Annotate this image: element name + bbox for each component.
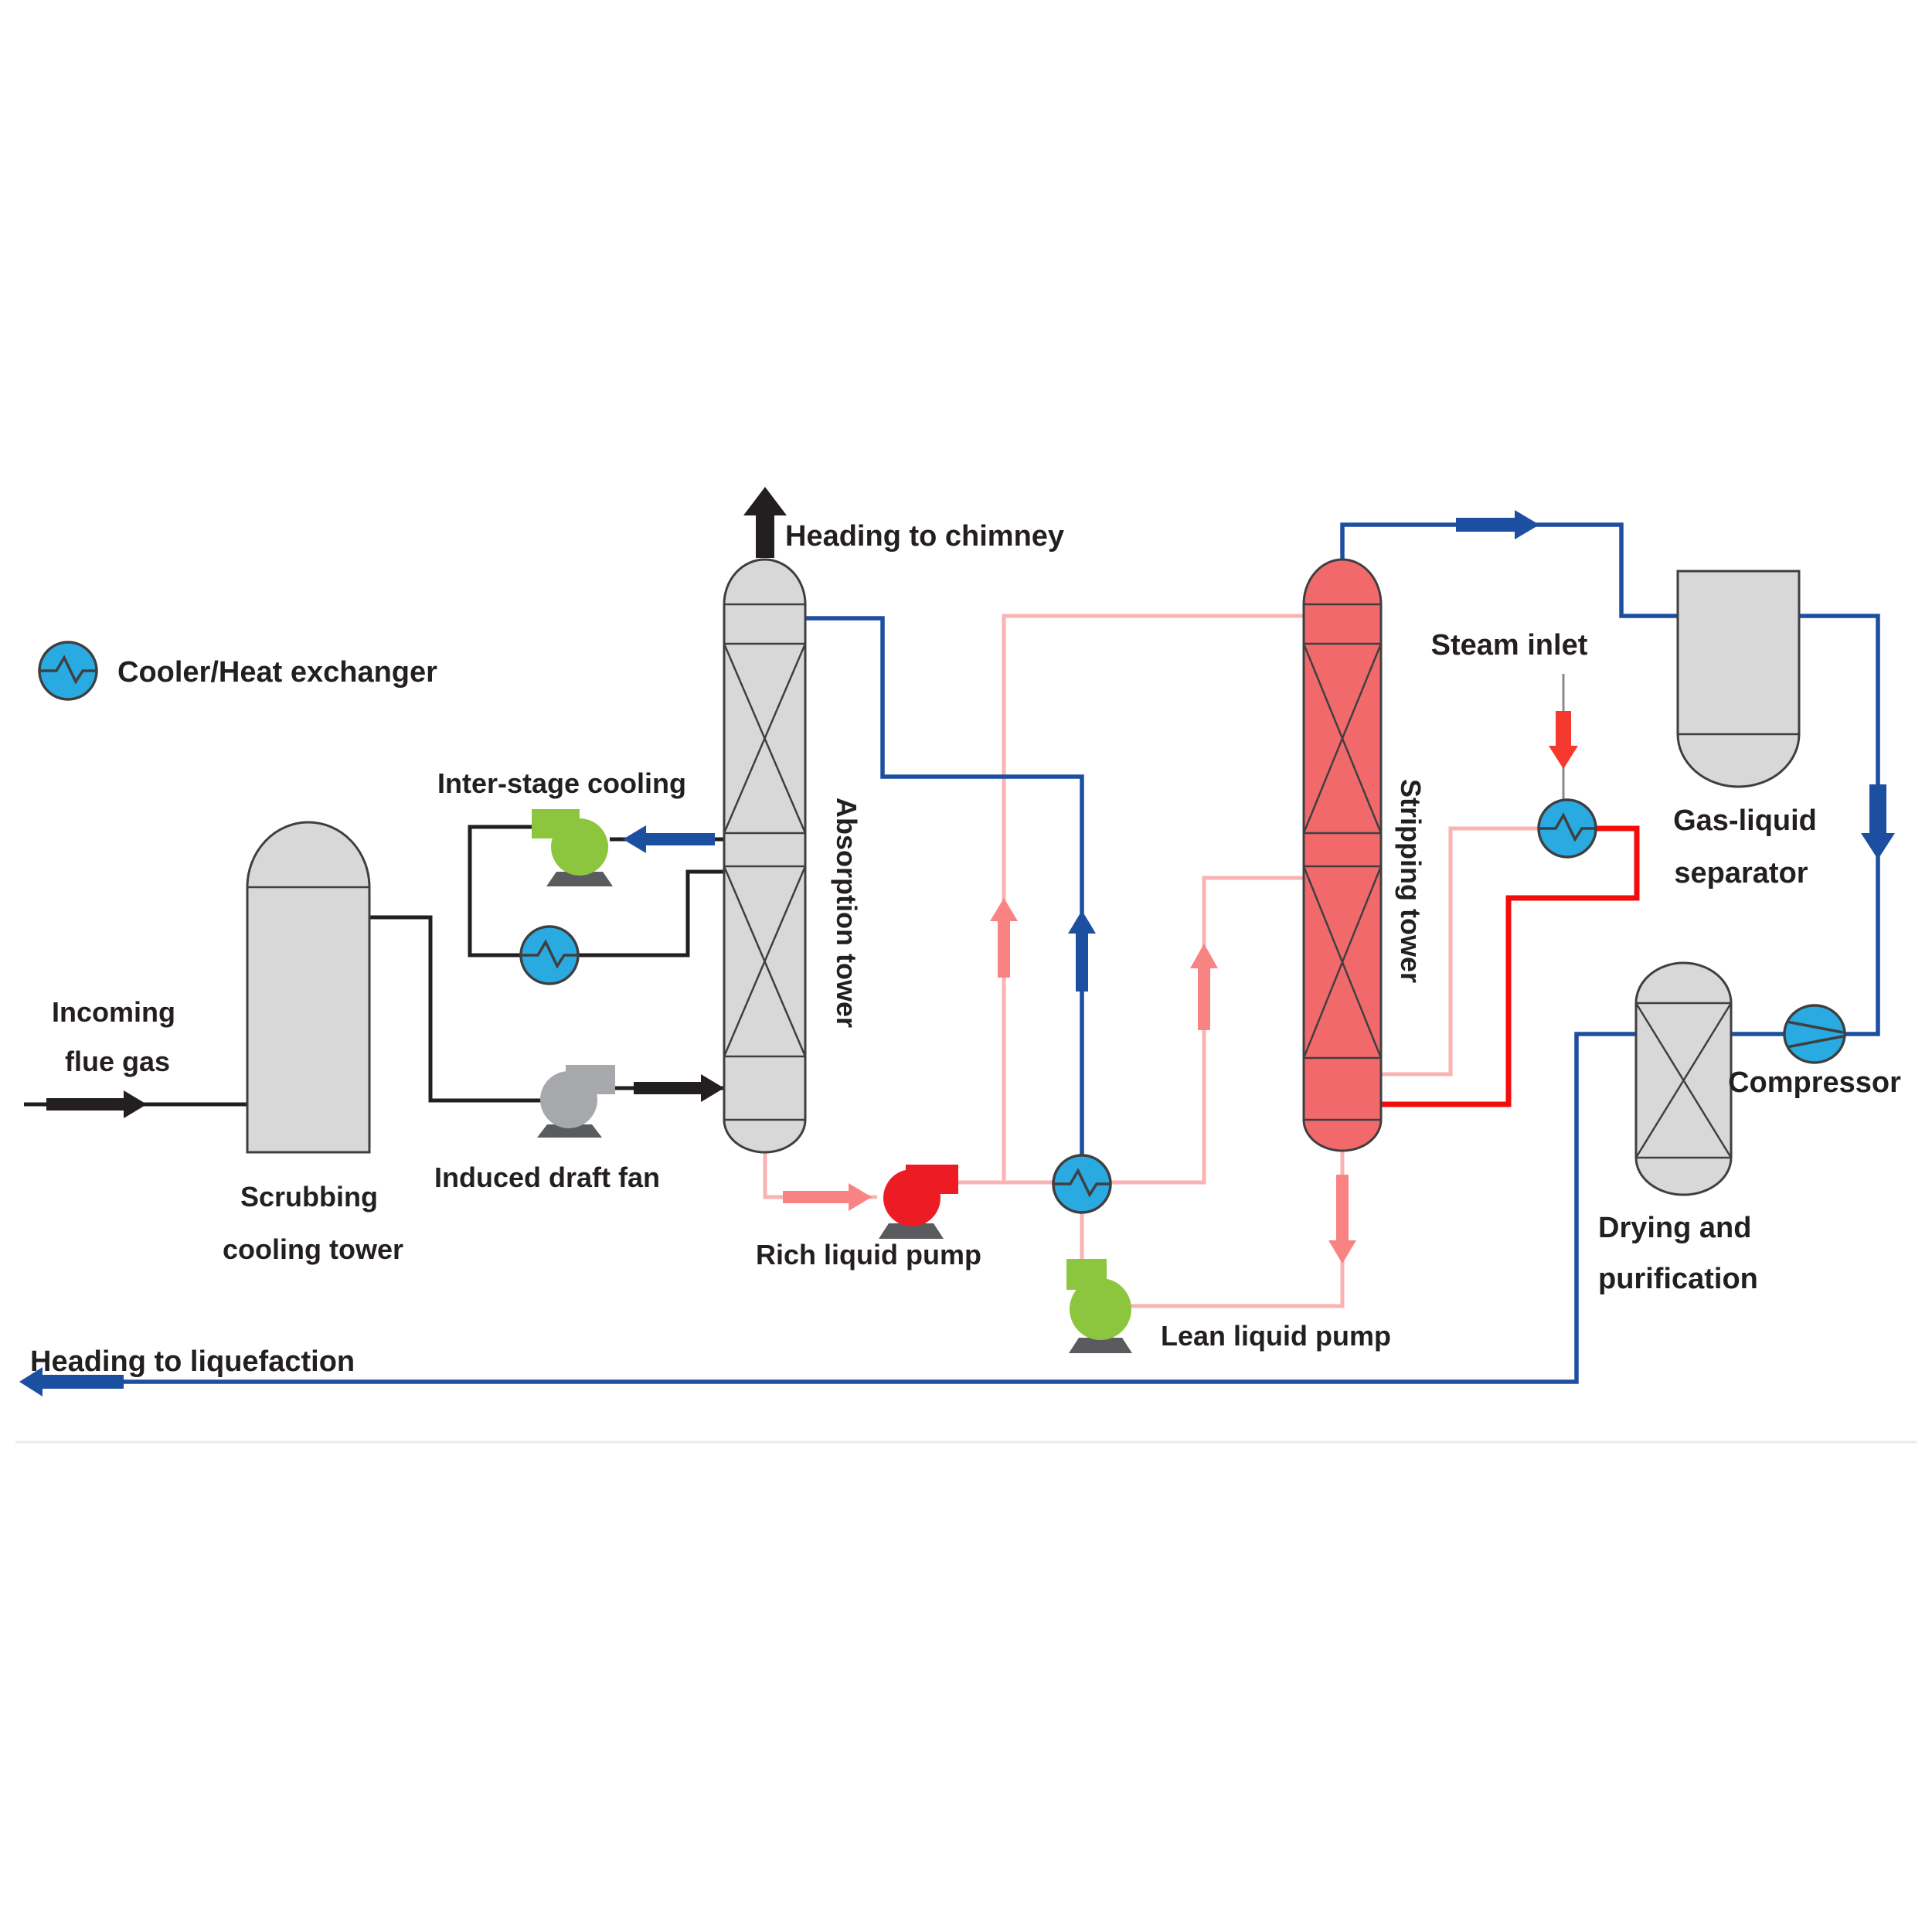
chimney-label: Heading to chimney — [785, 520, 1064, 553]
flow-arrows — [19, 487, 1895, 1396]
dryer-label-2: purification — [1598, 1263, 1758, 1295]
lean-up-arrow-icon — [1068, 910, 1096, 992]
absorber-packing — [723, 643, 807, 1057]
scrubber-label-1: Scrubbing — [240, 1181, 378, 1213]
rich-cold-up-arrow-icon — [990, 898, 1018, 978]
dryer-label-1: Drying and — [1598, 1212, 1751, 1244]
pump-base — [879, 1223, 944, 1239]
pump-base — [546, 872, 613, 886]
chimney-arrow-icon — [743, 487, 787, 558]
fan-label: Induced draft fan — [434, 1162, 660, 1193]
pump-base — [1069, 1338, 1132, 1353]
compressor-label: Compressor — [1728, 1066, 1901, 1099]
stripping-tower — [1302, 558, 1383, 1152]
lean-down-arrow-icon — [1328, 1175, 1356, 1264]
dryer-packing — [1634, 1002, 1733, 1158]
stripper-label: Stripping tower — [1395, 779, 1427, 983]
interstage-cooler-icon — [519, 925, 580, 985]
incoming-label-2: flue gas — [65, 1046, 170, 1077]
rich-liquid-pump — [879, 1165, 958, 1239]
compressor-icon — [1783, 1004, 1846, 1064]
to-liquefaction-pipe — [31, 1032, 1636, 1384]
reboiler-feed-pipe — [1381, 826, 1540, 1077]
reboiler-heat-exchanger-icon — [1537, 798, 1597, 859]
fan-outlet-arrow-icon — [634, 1074, 724, 1102]
stripper-overhead-pipe — [1340, 522, 1678, 618]
liquefaction-label: Heading to liquefaction — [30, 1345, 355, 1378]
overhead-arrow-icon — [1456, 510, 1539, 539]
scrubbing-cooling-tower — [246, 821, 371, 1154]
legend-heat-exchanger-icon — [38, 641, 98, 701]
gas-liquid-separator — [1676, 570, 1801, 788]
interstage-arrow-icon — [623, 825, 715, 853]
steam-arrow-icon — [1549, 711, 1578, 769]
induced-draft-fan — [537, 1065, 615, 1138]
absorption-tower — [723, 558, 807, 1154]
steam-inlet-label: Steam inlet — [1431, 629, 1588, 662]
rich-hot-up-arrow-icon — [1190, 944, 1218, 1030]
stripper-bottoms-pipe — [1130, 1151, 1345, 1308]
fan-base — [537, 1124, 602, 1138]
interstage-pump-to-cooler-pipe — [468, 825, 535, 957]
drying-purification-vessel — [1634, 961, 1733, 1196]
lean-pump-label: Lean liquid pump — [1161, 1320, 1391, 1352]
scrubber-label-2: cooling tower — [223, 1233, 403, 1265]
absorber-label: Absorption tower — [831, 798, 862, 1028]
liquefaction-arrow-icon — [19, 1367, 124, 1396]
lean-liquid-pump — [1066, 1259, 1132, 1353]
interstage-return-pipe — [577, 869, 724, 957]
interstage-pump — [532, 809, 613, 886]
rich-suction-arrow-icon — [783, 1183, 872, 1211]
flue-gas-arrow-icon — [46, 1090, 147, 1118]
separator-label-2: separator — [1674, 857, 1808, 889]
legend-label: Cooler/Heat exchanger — [117, 656, 437, 689]
rich-pump-label: Rich liquid pump — [756, 1239, 981, 1270]
interstage-label: Inter-stage cooling — [437, 767, 686, 799]
incoming-label-1: Incoming — [52, 996, 175, 1028]
reboiler-return-pipe — [1381, 825, 1640, 1107]
rich-hot-feed-pipe — [958, 876, 1304, 1185]
separator-down-arrow-icon — [1861, 784, 1895, 859]
separator-label-1: Gas-liquid — [1673, 804, 1817, 837]
rich-cold-feed-pipe — [1002, 614, 1304, 1182]
scrubber-to-fan-pipe — [369, 915, 546, 1103]
stripper-packing — [1302, 643, 1383, 1059]
rich-lean-heat-exchanger-icon — [1052, 1154, 1112, 1214]
